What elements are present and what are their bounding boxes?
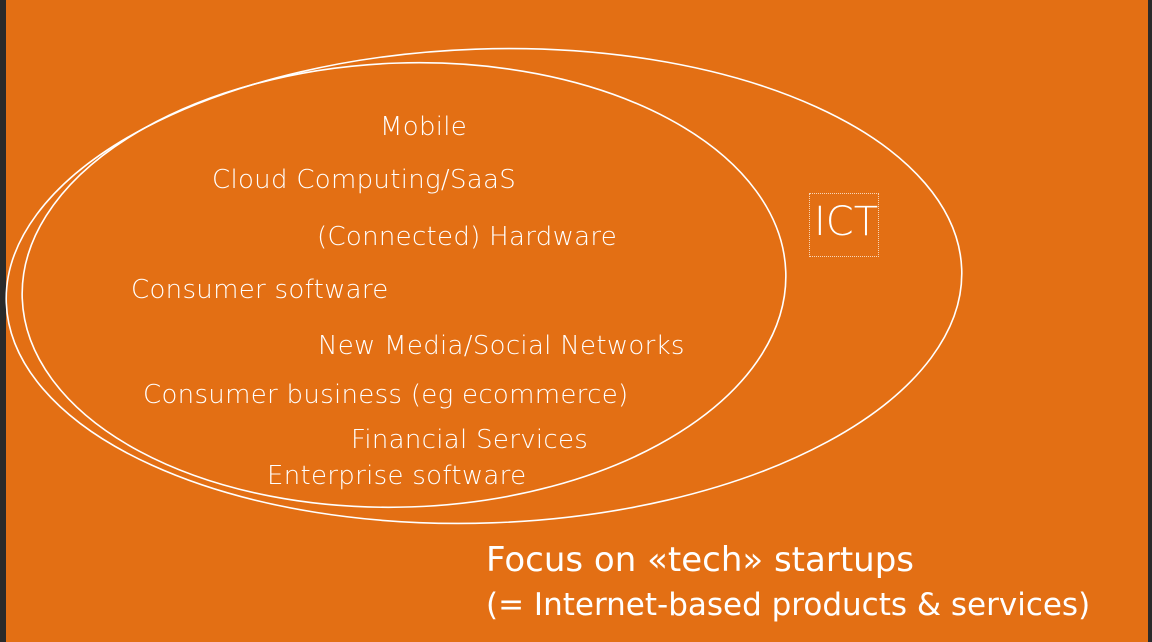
focus-title: Focus on «tech» startups <box>486 540 915 580</box>
ict-label: ICT <box>814 199 879 245</box>
item-consumer-business: Consumer business (eg ecommerce) <box>143 380 629 410</box>
inner-tech-oval <box>21 61 787 509</box>
item-consumer-software: Consumer software <box>131 275 389 305</box>
ict-label-box <box>809 193 879 257</box>
item-financial-services: Financial Services <box>351 425 589 455</box>
right-edge <box>1148 0 1152 642</box>
item-mobile: Mobile <box>380 112 468 142</box>
item-cloud-computing: Cloud Computing/SaaS <box>212 165 517 195</box>
focus-subtitle: (= Internet-based products & services) <box>486 587 1091 623</box>
outer-ict-oval <box>5 47 963 525</box>
item-enterprise-software: Enterprise software <box>267 461 527 491</box>
left-edge <box>0 0 6 642</box>
item-connected-hardware: (Connected) Hardware <box>317 222 618 252</box>
item-new-media: New Media/Social Networks <box>318 331 685 361</box>
